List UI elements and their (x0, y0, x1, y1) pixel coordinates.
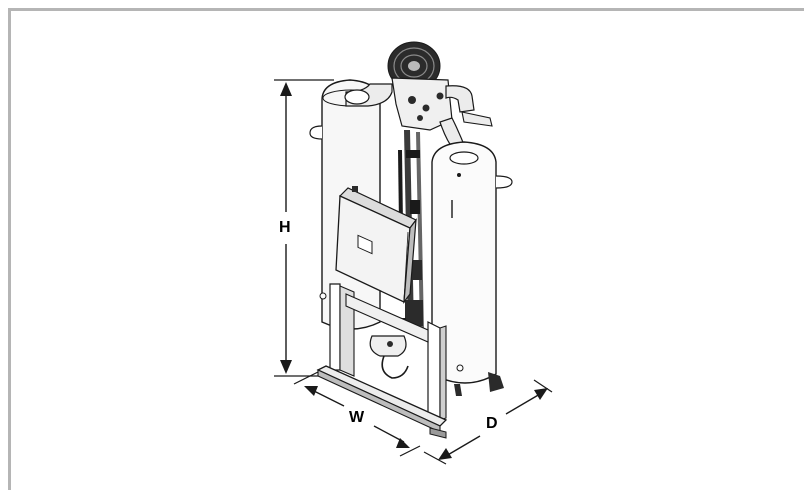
height-arrow-top (280, 82, 292, 96)
base-frame (316, 283, 504, 439)
width-dimension (293, 371, 421, 457)
depth-label: D (486, 415, 498, 432)
depth-arrow-right (534, 388, 548, 400)
width-arrow-left (304, 386, 318, 396)
width-label: W (349, 409, 365, 426)
control-box (335, 186, 417, 305)
height-dimension (274, 79, 334, 377)
frame-border-left (8, 8, 11, 490)
drain-assembly (369, 335, 409, 379)
frame-border-top (8, 8, 804, 11)
height-arrow-bottom (280, 360, 292, 374)
height-label: H (279, 219, 291, 236)
width-arrow-right (396, 438, 410, 448)
depth-arrow-left (438, 448, 452, 460)
depth-dimension (423, 379, 553, 465)
right-tower (431, 141, 513, 384)
